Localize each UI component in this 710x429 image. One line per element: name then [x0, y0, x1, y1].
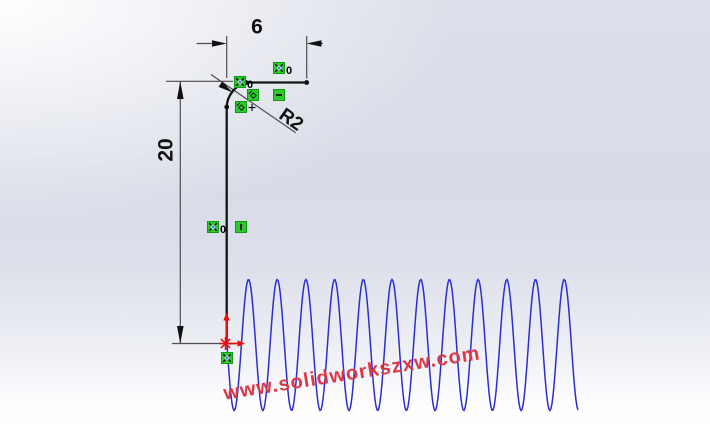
relation-badge-tangent[interactable]	[246, 89, 259, 101]
coincident-icon	[208, 222, 217, 232]
dimension-width-label[interactable]: 6	[251, 15, 263, 39]
coincident-icon	[235, 77, 244, 86]
endpoint-dot[interactable]	[304, 80, 310, 85]
relation-badge-tangent[interactable]	[235, 101, 247, 113]
relation-badge-coincident-origin[interactable]	[221, 352, 233, 364]
relation-badge-coincident[interactable]	[273, 62, 285, 74]
endpoint-dot[interactable]	[224, 104, 230, 110]
arrowhead-20-down	[177, 326, 184, 344]
origin-y-arrowhead	[223, 312, 230, 321]
tangent-icon	[236, 102, 245, 111]
arc-center-cross	[248, 104, 256, 111]
relation-suffix: 0	[286, 65, 293, 77]
relation-badge-coincident[interactable]	[206, 221, 219, 233]
relation-badge-horizontal[interactable]	[272, 89, 285, 101]
dimension-height-label[interactable]: 20	[154, 138, 178, 162]
vertical-icon	[240, 223, 242, 230]
arrowhead-6-left	[212, 40, 227, 47]
coincident-icon	[222, 353, 232, 363]
dimension-20-lines[interactable]	[166, 80, 233, 345]
relation-badge-vertical[interactable]	[235, 220, 247, 233]
dim-leader-r2[interactable]	[210, 74, 297, 134]
helix-wave[interactable]	[226, 278, 579, 412]
relation-suffix: 0	[247, 78, 254, 91]
horizontal-icon	[275, 94, 282, 96]
relation-badge-coincident[interactable]	[233, 75, 246, 88]
coincident-icon	[274, 63, 284, 73]
origin-x-arrowhead	[237, 340, 245, 347]
relation-suffix: 0	[220, 224, 227, 236]
arrowhead-20-up	[177, 81, 184, 99]
arrowhead-r2	[218, 81, 233, 93]
arrowhead-6-right	[306, 40, 322, 47]
tangent-icon	[247, 90, 257, 99]
